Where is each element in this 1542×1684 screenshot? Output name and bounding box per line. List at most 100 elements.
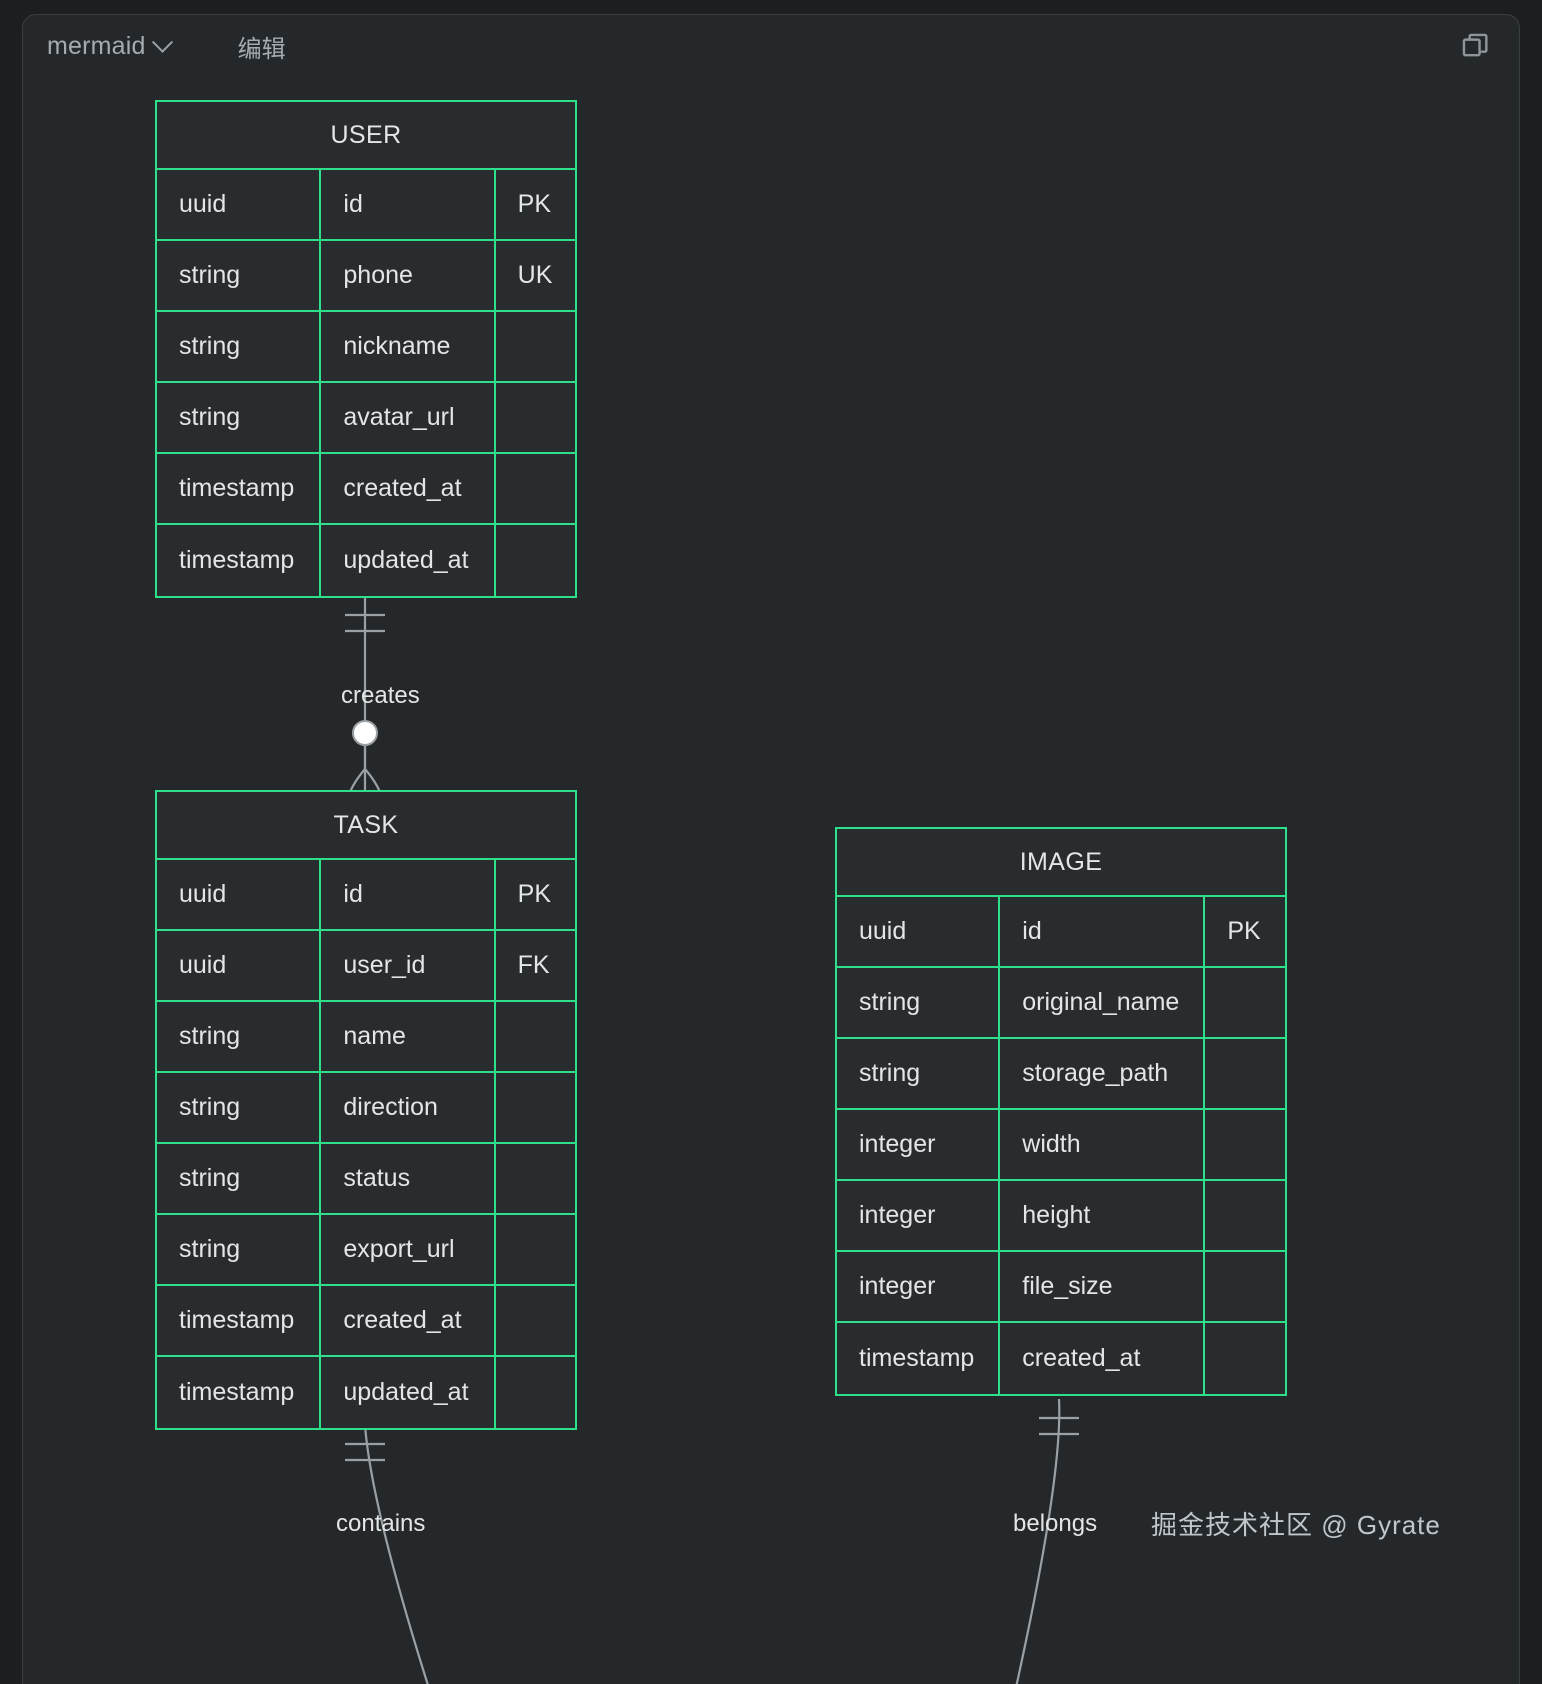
attr-name: name (321, 1002, 496, 1071)
attr-name: id (1000, 897, 1206, 966)
entity-task[interactable]: TASK uuid id PK uuid user_id FK string n… (155, 790, 577, 1430)
watermark-text: 掘金技术社区 @ Gyrate (1151, 1510, 1441, 1540)
attr-name: original_name (1000, 968, 1206, 1037)
attr-name: status (321, 1144, 496, 1213)
language-label: mermaid (47, 31, 146, 60)
attr-name: created_at (321, 454, 496, 523)
attr-name: created_at (321, 1286, 496, 1355)
table-row: string avatar_url (157, 383, 575, 454)
attr-key (496, 383, 575, 452)
attr-type: string (837, 968, 1001, 1037)
attr-type: timestamp (157, 525, 322, 596)
edge-label-belongs: belongs (1013, 1510, 1098, 1537)
attr-key (496, 1286, 575, 1355)
attr-type: string (837, 1039, 1001, 1108)
chevron-down-icon (151, 31, 173, 53)
table-row: uuid id PK (157, 170, 575, 241)
entity-task-title: TASK (157, 792, 575, 860)
attr-key (496, 312, 575, 381)
attr-key (1205, 1252, 1285, 1321)
attr-type: uuid (157, 931, 322, 1000)
attr-name: export_url (321, 1215, 496, 1284)
edge-creates-zero-circle (352, 720, 378, 746)
table-row: string original_name (837, 968, 1285, 1039)
entity-image[interactable]: IMAGE uuid id PK string original_name st… (835, 827, 1287, 1396)
table-row: string name (157, 1002, 575, 1073)
attr-type: uuid (157, 860, 322, 929)
attr-type: string (157, 1215, 322, 1284)
attr-name: storage_path (1000, 1039, 1206, 1108)
entity-user[interactable]: USER uuid id PK string phone UK string n… (155, 100, 577, 598)
attr-key: UK (517, 261, 553, 289)
attr-type: timestamp (157, 1357, 322, 1428)
attr-type: timestamp (837, 1323, 1001, 1394)
attr-name: width (1000, 1110, 1206, 1179)
attr-key (496, 525, 575, 596)
table-row: timestamp updated_at (157, 1357, 575, 1428)
table-row: timestamp created_at (837, 1323, 1285, 1394)
mermaid-panel: mermaid 编辑 (22, 14, 1520, 1684)
attr-key: PK (517, 190, 552, 218)
table-row: string phone UK (157, 241, 575, 312)
attr-name: user_id (321, 931, 496, 1000)
table-row: string status (157, 1144, 575, 1215)
attr-key (496, 1357, 575, 1428)
attr-key: FK (517, 951, 550, 979)
attr-type: timestamp (157, 1286, 322, 1355)
edge-belongs-line (1015, 1398, 1061, 1684)
attr-key (1205, 1039, 1285, 1108)
table-row: timestamp created_at (157, 454, 575, 525)
attr-name: height (1000, 1181, 1206, 1250)
attr-type: string (157, 312, 322, 381)
attr-key (1205, 1181, 1285, 1250)
attr-key: PK (517, 880, 552, 908)
edge-label-creates: creates (341, 682, 420, 709)
attr-name: direction (321, 1073, 496, 1142)
attr-name: created_at (1000, 1323, 1206, 1394)
attr-name: phone (321, 241, 496, 310)
attr-type: string (157, 1002, 322, 1071)
attr-key (496, 1144, 575, 1213)
table-row: string nickname (157, 312, 575, 383)
attr-type: integer (837, 1110, 1001, 1179)
table-row: integer width (837, 1110, 1285, 1181)
attr-type: uuid (837, 897, 1001, 966)
table-row: string direction (157, 1073, 575, 1144)
attr-key (1205, 1110, 1285, 1179)
edit-button[interactable]: 编辑 (237, 35, 286, 63)
attr-name: avatar_url (321, 383, 496, 452)
attr-name: id (321, 860, 496, 929)
attr-key (1205, 1323, 1285, 1394)
edge-label-contains: contains (336, 1510, 426, 1537)
attr-name: updated_at (321, 1357, 496, 1428)
table-row: uuid user_id FK (157, 931, 575, 1002)
attr-key (496, 1215, 575, 1284)
table-row: integer height (837, 1181, 1285, 1252)
table-row: uuid id PK (157, 860, 575, 931)
attr-type: integer (837, 1181, 1001, 1250)
attr-type: string (157, 1144, 322, 1213)
attr-type: string (157, 241, 322, 310)
attr-key (1205, 968, 1285, 1037)
attr-name: file_size (1000, 1252, 1206, 1321)
language-selector[interactable]: mermaid (41, 30, 176, 63)
attr-type: uuid (157, 170, 322, 239)
attr-name: nickname (321, 312, 496, 381)
table-row: uuid id PK (837, 897, 1285, 968)
attr-key (496, 1002, 575, 1071)
attr-key: PK (1227, 917, 1261, 945)
attr-name: id (321, 170, 496, 239)
copy-icon[interactable] (1459, 29, 1493, 63)
diagram-canvas: creates contains belongs USER uuid id PK… (23, 77, 1519, 1684)
relationship-edges (345, 597, 1079, 1684)
attr-name: updated_at (321, 525, 496, 596)
attr-key (496, 1073, 575, 1142)
table-row: timestamp updated_at (157, 525, 575, 596)
entity-user-title: USER (157, 102, 575, 170)
attr-type: integer (837, 1252, 1001, 1321)
panel-toolbar: mermaid 编辑 (23, 15, 1519, 77)
table-row: string export_url (157, 1215, 575, 1286)
attr-type: string (157, 383, 322, 452)
table-row: timestamp created_at (157, 1286, 575, 1357)
